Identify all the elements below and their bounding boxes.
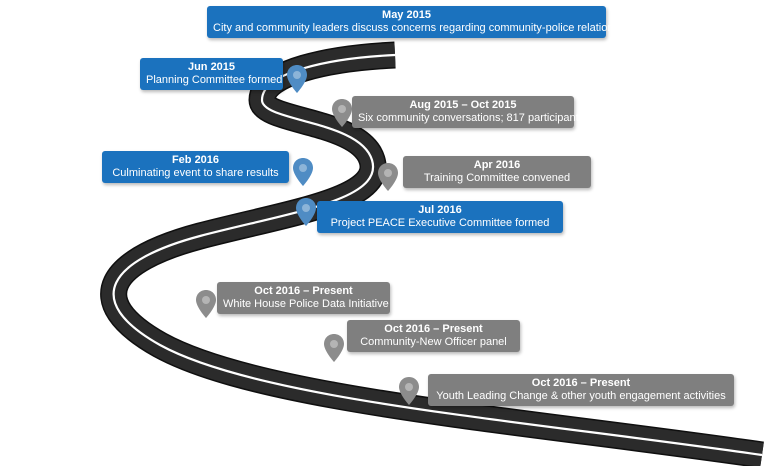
map-pin-icon <box>324 334 344 362</box>
milestone-jul-2016: Jul 2016 Project PEACE Executive Committ… <box>317 201 563 233</box>
milestone-description: Six community conversations; 817 partici… <box>358 112 585 124</box>
milestone-date: Oct 2016 – Present <box>254 285 353 297</box>
map-pin-icon <box>287 65 307 93</box>
milestone-aug-oct-2015: Aug 2015 – Oct 2015 Six community conver… <box>352 96 585 128</box>
milestone-description: Community-New Officer panel <box>360 336 507 348</box>
milestone-description: Culminating event to share results <box>112 167 279 179</box>
milestone-description: Youth Leading Change & other youth engag… <box>436 390 726 402</box>
milestone-date: Apr 2016 <box>473 159 521 171</box>
milestone-date: Oct 2016 – Present <box>384 323 483 335</box>
milestone-description: White House Police Data Initiative <box>223 298 389 310</box>
map-pin-icon <box>293 158 313 186</box>
map-pin-icon <box>332 99 352 127</box>
map-pin-icon <box>399 377 419 405</box>
milestone-may-2015: May 2015 City and community leaders disc… <box>207 6 619 38</box>
milestone-date: Oct 2016 – Present <box>531 377 631 389</box>
milestone-description: Project PEACE Executive Committee formed <box>330 217 550 229</box>
milestone-description: City and community leaders discuss conce… <box>213 22 619 34</box>
map-pin-icon <box>378 163 398 191</box>
milestone-date: Aug 2015 – Oct 2015 <box>409 99 517 111</box>
milestone-oct-2016-youth: Oct 2016 – Present Youth Leading Change … <box>428 374 734 406</box>
milestone-date: Feb 2016 <box>171 154 220 166</box>
milestone-date: May 2015 <box>382 9 431 21</box>
milestone-jun-2015: Jun 2015 Planning Committee formed <box>140 58 283 90</box>
map-pin-icon <box>296 198 316 226</box>
milestone-description: Training Committee convened <box>423 172 571 184</box>
milestone-apr-2016: Apr 2016 Training Committee convened <box>403 156 591 188</box>
milestone-date: Jul 2016 <box>418 204 462 216</box>
milestone-date: Jun 2015 <box>187 61 236 73</box>
map-pin-icon <box>196 290 216 318</box>
milestone-oct-2016-white-house: Oct 2016 – Present White House Police Da… <box>217 282 390 314</box>
milestone-description: Planning Committee formed <box>146 74 283 86</box>
road-lane-marking <box>112 53 763 457</box>
milestone-feb-2016: Feb 2016 Culminating event to share resu… <box>102 151 289 183</box>
milestone-oct-2016-officer-panel: Oct 2016 – Present Community-New Officer… <box>347 320 520 352</box>
